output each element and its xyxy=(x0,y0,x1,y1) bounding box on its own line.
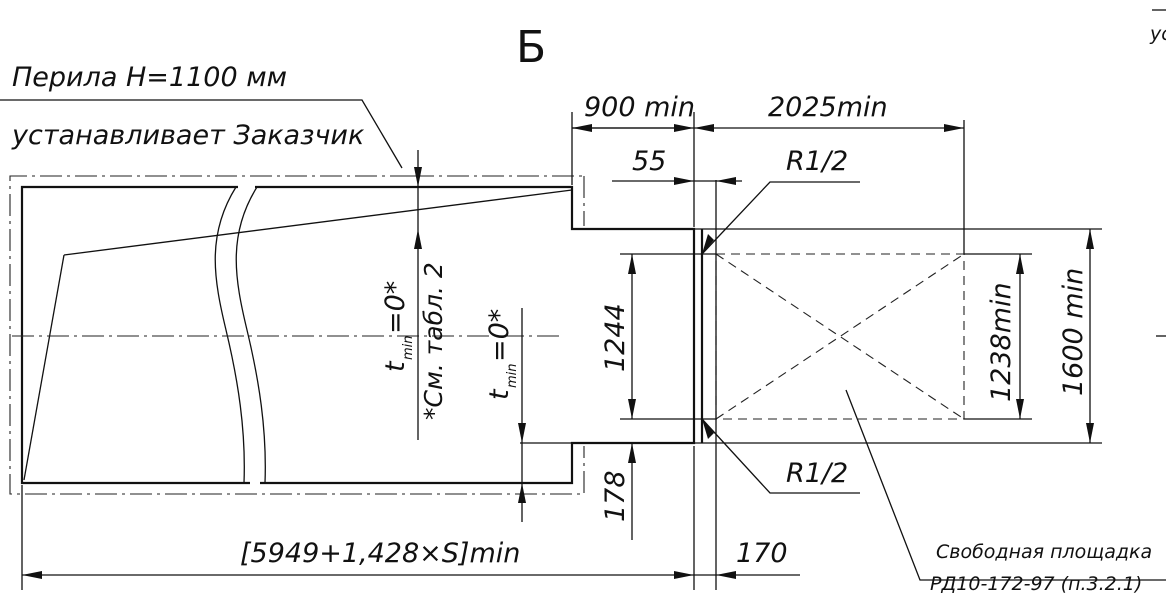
t-min-upper: t min =0* xyxy=(380,281,416,372)
dim-900-min: 900 min xyxy=(584,92,695,123)
t-lower-main: t xyxy=(484,388,515,400)
arrowheads xyxy=(22,124,1094,579)
slope-line-left xyxy=(23,254,65,481)
dim-length: [5949+1,428×S]min xyxy=(240,538,520,569)
free-area-rect xyxy=(715,253,965,420)
radius-top-label: R1/2 xyxy=(786,146,848,177)
dim-1238-min: 1238min xyxy=(986,282,1017,402)
radius-bottom-label: R1/2 xyxy=(786,458,848,489)
t-min-lower: t min =0* xyxy=(484,309,520,400)
t-lower-sub: min xyxy=(505,363,520,388)
break-lines xyxy=(214,186,266,484)
leader-lines xyxy=(0,9,1166,581)
dim-170: 170 xyxy=(736,538,788,569)
t-upper-sub: min xyxy=(401,335,416,360)
free-area-standard: РД10-172-97 (п.3.2.1) xyxy=(930,573,1142,595)
dim-2025-min: 2025min xyxy=(768,92,888,123)
railing-installer-label: устанавливает Заказчик xyxy=(11,120,365,151)
t-lower-tail: =0* xyxy=(484,309,515,362)
dimension-lines xyxy=(21,112,1102,590)
dim-1600-min: 1600 min xyxy=(1058,268,1089,396)
free-area-label: Свободная площадка xyxy=(936,541,1152,563)
dim-1244: 1244 xyxy=(600,303,631,372)
corner-fragment: ус xyxy=(1149,23,1166,45)
table-ref-note: *См. табл. 2 xyxy=(419,262,448,420)
platform-outline xyxy=(20,185,716,485)
view-title: Б xyxy=(516,22,546,73)
t-upper-tail: =0* xyxy=(380,281,411,334)
dim-55: 55 xyxy=(632,146,666,177)
slope-line-top xyxy=(63,189,573,256)
railing-boundary xyxy=(9,175,585,495)
railing-height-label: Перила Н=1100 мм xyxy=(12,62,287,93)
t-upper-main: t xyxy=(380,360,411,372)
dim-178: 178 xyxy=(600,470,631,522)
